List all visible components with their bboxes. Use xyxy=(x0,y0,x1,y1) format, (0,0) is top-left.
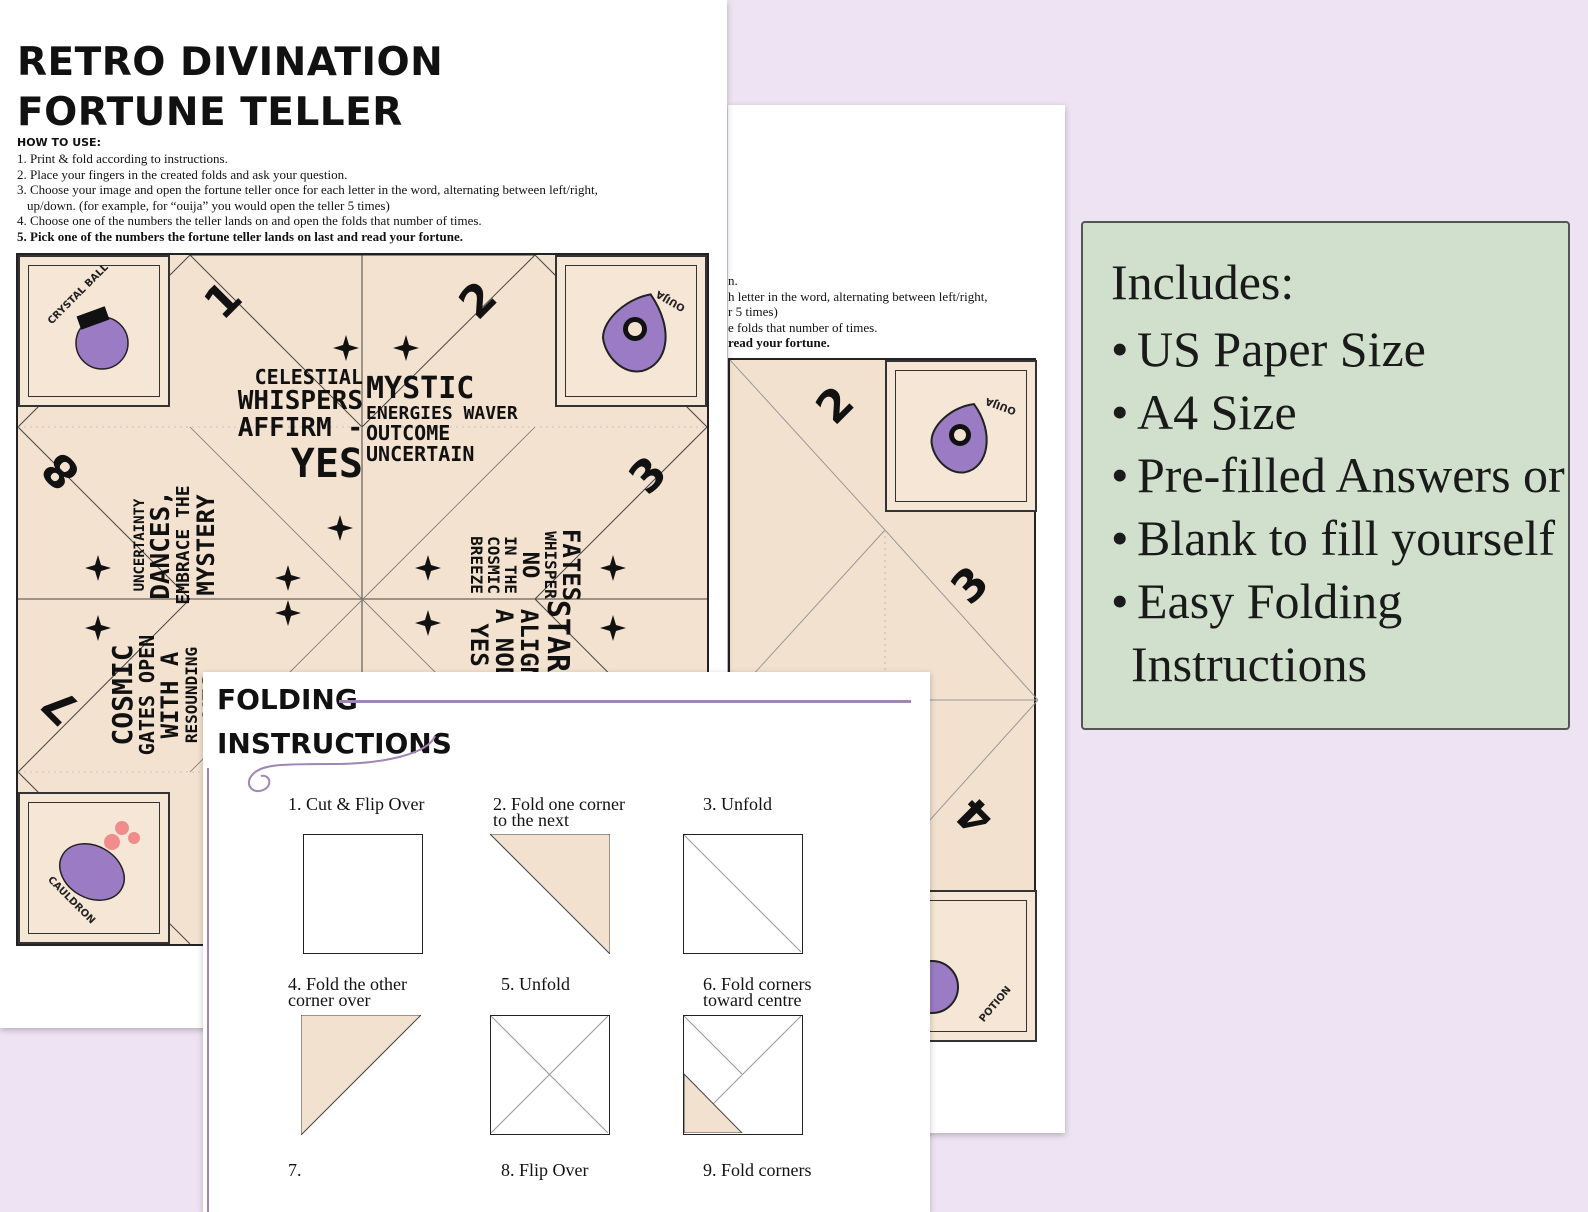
ouija-planchette-icon xyxy=(930,403,988,474)
folding-title-line: FOLDING xyxy=(217,683,358,716)
answer-line: YES xyxy=(290,440,363,487)
fold-diagram-1 xyxy=(303,834,423,954)
title-line-2: FORTUNE TELLER xyxy=(17,90,403,135)
fold-diagram-3 xyxy=(683,834,803,954)
answer-celestial: CELESTIAL WHISPERS AFFIRM - YES xyxy=(213,367,363,485)
includes-callout: Includes: •US Paper Size •A4 Size •Pre-f… xyxy=(1081,221,1570,730)
answer-line: DANCES, xyxy=(145,490,176,600)
answer-line: UNCERTAIN xyxy=(366,442,475,467)
answer-line: GATES OPEN xyxy=(135,634,160,756)
back-ouija-box: OUIJA xyxy=(885,360,1037,512)
crystal-ball-icon xyxy=(75,306,129,370)
fold-diagram-6 xyxy=(683,1015,803,1135)
fold-step-label-7: 7. xyxy=(288,1160,302,1180)
fold-step-label-5: 5. Unfold xyxy=(501,974,570,994)
answer-line: AFFIRM - xyxy=(237,413,363,444)
title-line-1: RETRO DIVINATION xyxy=(17,40,444,85)
folding-title: FOLDING INSTRUCTIONS xyxy=(217,678,452,766)
includes-item: •US Paper Size xyxy=(1111,321,1426,377)
ouija-box: OUIJA xyxy=(555,255,707,407)
fold-step-label-3: 3. Unfold xyxy=(703,794,772,814)
answer-uncertainty: UNCERTAINTY DANCES, EMBRACE THE MYSTERY xyxy=(132,470,220,620)
callout-heading: Includes: xyxy=(1111,254,1295,310)
back-text-line: r 5 times) xyxy=(728,304,778,319)
fold-step-label-8: 8. Flip Over xyxy=(501,1160,589,1180)
sparkle-icons xyxy=(85,335,626,641)
includes-item: •Pre-filled Answers or xyxy=(1111,447,1565,503)
fold-step-label-9: 9. Fold corners xyxy=(703,1160,812,1180)
ouija-planchette-icon xyxy=(601,293,667,373)
back-text-line: h letter in the word, alternating betwee… xyxy=(728,288,988,304)
includes-item: •Blank to fill yourself xyxy=(1111,510,1555,566)
answer-line: MYSTIC xyxy=(366,371,475,406)
swirl-ornament-icon xyxy=(247,735,436,793)
step-item: 3. Choose your image and open the fortun… xyxy=(17,182,598,197)
folding-title-line: INSTRUCTIONS xyxy=(217,727,452,760)
answer-line: OUTCOME xyxy=(366,421,451,446)
answer-line: COSMIC xyxy=(106,644,139,746)
step-item: 2. Place your fingers in the created fol… xyxy=(17,166,348,182)
crystal-ball-box: CRYSTAL BALL xyxy=(18,255,170,407)
folding-instructions-sheet: FOLDING INSTRUCTIONS 1. Cut & Flip Over … xyxy=(203,672,930,1212)
step-item: up/down. (for example, for “ouija” you w… xyxy=(27,197,390,213)
back-sheet-text: n. h letter in the word, alternating bet… xyxy=(728,273,988,351)
title-divider xyxy=(339,700,911,703)
answer-line: MYSTERY xyxy=(191,494,220,596)
answer-line: WITH A xyxy=(156,651,185,739)
answer-line: WHISPERS xyxy=(237,386,363,416)
step-item: 5. Pick one of the numbers the fortune t… xyxy=(17,228,463,244)
left-rule xyxy=(207,768,209,1212)
includes-item: Instructions xyxy=(1131,636,1368,692)
fold-diagram-5 xyxy=(490,1015,610,1135)
step-item: 4. Choose one of the numbers the teller … xyxy=(17,213,482,228)
answer-mystic: MYSTIC ENERGIES WAVER OUTCOME UNCERTAIN xyxy=(366,373,526,465)
step-item: 1. Print & fold according to instruction… xyxy=(17,151,228,166)
how-to-use-heading: HOW TO USE: xyxy=(17,136,101,149)
answer-line: CELESTIAL xyxy=(254,365,363,389)
fold-diagram-2 xyxy=(490,834,610,954)
back-text-line: n. xyxy=(728,273,738,288)
includes-item: •A4 Size xyxy=(1111,384,1297,440)
back-text-line: read your fortune. xyxy=(728,335,830,350)
fold-diagram-4 xyxy=(301,1015,421,1135)
cauldron-box: CAULDRON xyxy=(18,792,170,944)
includes-list: •US Paper Size •A4 Size •Pre-filled Answ… xyxy=(1111,318,1565,696)
fold-step-label-1: 1. Cut & Flip Over xyxy=(288,794,425,814)
page-title: RETRO DIVINATION FORTUNE TELLER xyxy=(17,38,443,138)
answer-line: ENERGIES WAVER xyxy=(366,402,518,424)
cauldron-icon xyxy=(59,821,140,901)
how-to-steps: 1. Print & fold according to instruction… xyxy=(17,151,717,244)
back-text-line: e folds that number of times. xyxy=(728,319,878,335)
includes-item: •Easy Folding xyxy=(1111,573,1403,629)
